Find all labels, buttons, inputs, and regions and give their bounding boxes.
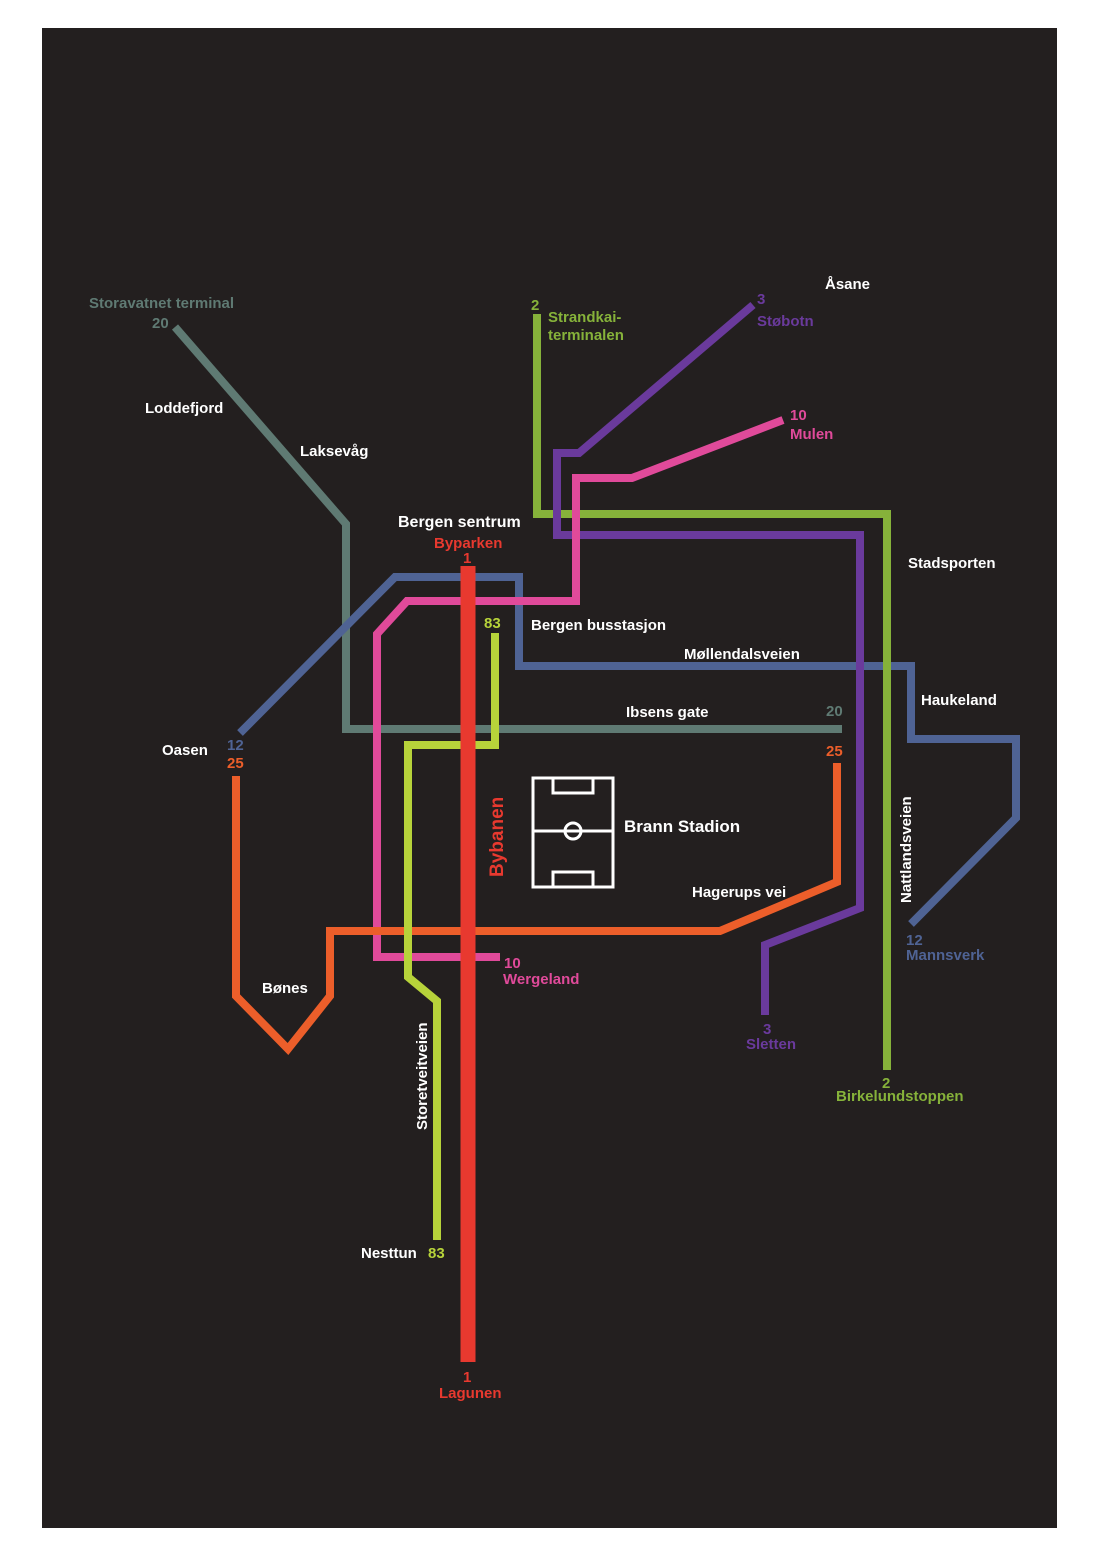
route-2-end-number: 2 xyxy=(882,1075,890,1092)
label-mollendalsveien: Møllendalsveien xyxy=(684,646,800,663)
route-2-terminus-line2: terminalen xyxy=(548,327,624,344)
label-laksevag: Laksevåg xyxy=(300,443,368,460)
route-83-end-number: 83 xyxy=(428,1245,445,1262)
line-3-path xyxy=(553,301,864,1015)
label-brann-stadion: Brann Stadion xyxy=(624,817,740,836)
label-nesttun: Nesttun xyxy=(361,1245,417,1262)
label-nattlandsveien: Nattlandsveien xyxy=(898,796,915,903)
line-25-path xyxy=(232,763,841,1056)
route-20-number: 20 xyxy=(152,315,169,332)
label-haukeland: Haukeland xyxy=(921,692,997,709)
route-10-end-number: 10 xyxy=(504,955,521,972)
label-bergen-busstasjon: Bergen busstasjon xyxy=(531,617,666,634)
label-hagerups-vei: Hagerups vei xyxy=(692,884,786,901)
route-3-end-terminus: Sletten xyxy=(746,1036,796,1053)
route-25-end-number: 25 xyxy=(826,743,843,760)
label-asane: Åsane xyxy=(825,276,870,293)
route-25-number: 25 xyxy=(227,755,244,772)
route-20-terminus: Storavatnet terminal xyxy=(89,295,234,312)
label-bergen-sentrum: Bergen sentrum xyxy=(398,514,521,531)
route-2-terminus-line1: Strandkai- xyxy=(548,309,621,326)
route-1-number: 1 xyxy=(463,550,471,567)
label-ibsens-gate: Ibsens gate xyxy=(626,704,709,721)
line-12-path xyxy=(237,573,1020,927)
route-1-end-number: 1 xyxy=(463,1369,471,1386)
route-12-number: 12 xyxy=(227,737,244,754)
line-83-path xyxy=(404,633,499,1240)
route-10-terminus: Mulen xyxy=(790,426,833,443)
route-20-end-number: 20 xyxy=(826,703,843,720)
route-10-end-terminus: Wergeland xyxy=(503,971,579,988)
route-1-name: Bybanen xyxy=(487,797,508,877)
route-1-terminus: Byparken xyxy=(434,535,502,552)
route-3-terminus: Støbotn xyxy=(757,313,814,330)
label-oasen: Oasen xyxy=(162,742,208,759)
route-1-end-terminus: Lagunen xyxy=(439,1385,502,1402)
football-pitch-icon xyxy=(531,776,615,889)
label-bones: Bønes xyxy=(262,980,308,997)
route-12-end-number: 12 xyxy=(906,932,923,949)
route-3-number: 3 xyxy=(757,291,765,308)
label-storetveitveien: Storetveitveien xyxy=(414,1022,431,1130)
line-2-path xyxy=(533,314,891,1070)
label-stadsporten: Stadsporten xyxy=(908,555,996,572)
route-2-number: 2 xyxy=(531,297,539,314)
route-10-number: 10 xyxy=(790,407,807,424)
route-12-end-terminus: Mannsverk xyxy=(906,947,985,964)
route-3-end-number: 3 xyxy=(763,1021,771,1038)
line-10-path xyxy=(373,416,785,961)
route-2-end-terminus: Birkelundstoppen xyxy=(836,1088,964,1105)
route-83-number: 83 xyxy=(484,615,501,632)
label-loddefjord: Loddefjord xyxy=(145,400,223,417)
